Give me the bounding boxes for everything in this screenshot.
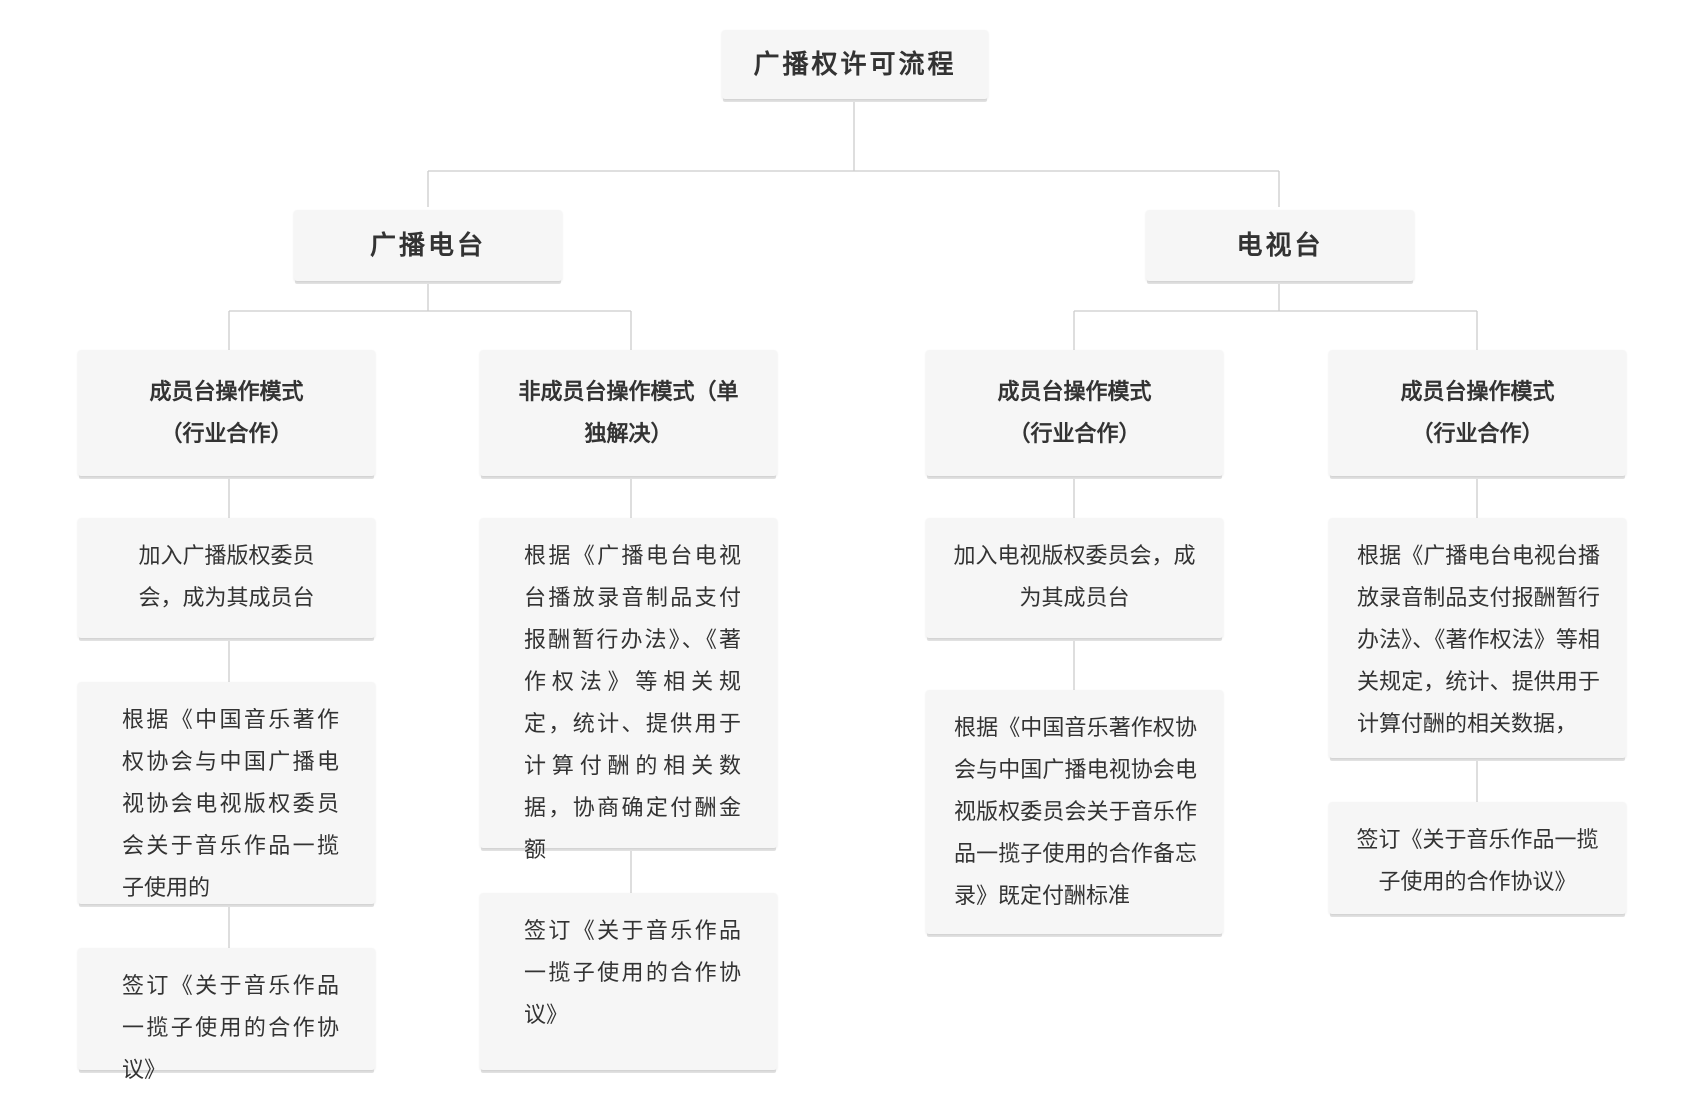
radio-nonmember-mode-label: 非成员台操作模式（单独解决） <box>518 379 739 447</box>
radio-nonmember-step-2-text: 签订《关于音乐作品一揽子使用的合作协议》 <box>524 919 741 1028</box>
radio-nonmember-step-2: 签订《关于音乐作品一揽子使用的合作协议》 <box>480 893 777 1070</box>
tv-member-mode-node-1: 成员台操作模式（行业合作） <box>926 350 1223 476</box>
tv-member2-step-2: 签订《关于音乐作品一揽子使用的合作协议》 <box>1329 802 1626 914</box>
radio-member-step-2: 根据《中国音乐著作权协会与中国广播电视协会电视版权委员会关于音乐作品一揽子使用的 <box>78 682 375 904</box>
radio-member-mode-label: 成员台操作模式（行业合作） <box>149 379 304 447</box>
tv-member-step-1: 加入电视版权委员会，成为其成员台 <box>926 518 1223 638</box>
root-node: 广播权许可流程 <box>722 30 988 99</box>
radio-nonmember-mode-node: 非成员台操作模式（单独解决） <box>480 350 777 476</box>
radio-member-mode-node: 成员台操作模式（行业合作） <box>78 350 375 476</box>
tv-member-step-2-text: 根据《中国音乐著作权协会与中国广播电视协会电视版权委员会关于音乐作品一揽子使用的… <box>954 716 1197 909</box>
tv-member-step-1-text: 加入电视版权委员会，成为其成员台 <box>953 544 1196 611</box>
tv-member2-step-2-text: 签订《关于音乐作品一揽子使用的合作协议》 <box>1356 828 1599 895</box>
branch-radio-node: 广播电台 <box>294 210 562 281</box>
radio-nonmember-step-1-text: 根据《广播电台电视台播放录音制品支付报酬暂行办法》、《著作权法》等相关规定，统计… <box>524 544 741 863</box>
tv-member-mode-label-1: 成员台操作模式（行业合作） <box>997 379 1152 447</box>
radio-member-step-3-text: 签订《关于音乐作品一揽子使用的合作协议》 <box>122 974 339 1083</box>
radio-member-step-3: 签订《关于音乐作品一揽子使用的合作协议》 <box>78 948 375 1083</box>
tv-member2-step-1-text: 根据《广播电台电视台播放录音制品支付报酬暂行办法》、《著作权法》等相关规定，统计… <box>1357 544 1600 737</box>
tv-member-mode-node-2: 成员台操作模式（行业合作） <box>1329 350 1626 476</box>
tv-member-mode-label-2: 成员台操作模式（行业合作） <box>1400 379 1555 447</box>
radio-member-step-2-text: 根据《中国音乐著作权协会与中国广播电视协会电视版权委员会关于音乐作品一揽子使用的 <box>122 708 339 901</box>
branch-tv-label: 电视台 <box>1236 230 1324 261</box>
radio-nonmember-step-1: 根据《广播电台电视台播放录音制品支付报酬暂行办法》、《著作权法》等相关规定，统计… <box>480 518 777 863</box>
branch-tv-node: 电视台 <box>1146 210 1414 281</box>
root-label: 广播权许可流程 <box>753 49 957 80</box>
radio-member-step-1-text: 加入广播版权委员会，成为其成员台 <box>138 544 315 611</box>
tv-member2-step-1: 根据《广播电台电视台播放录音制品支付报酬暂行办法》、《著作权法》等相关规定，统计… <box>1329 518 1626 758</box>
tv-member-step-2: 根据《中国音乐著作权协会与中国广播电视协会电视版权委员会关于音乐作品一揽子使用的… <box>926 690 1223 934</box>
branch-radio-label: 广播电台 <box>369 230 486 261</box>
radio-member-step-1: 加入广播版权委员会，成为其成员台 <box>78 518 375 638</box>
